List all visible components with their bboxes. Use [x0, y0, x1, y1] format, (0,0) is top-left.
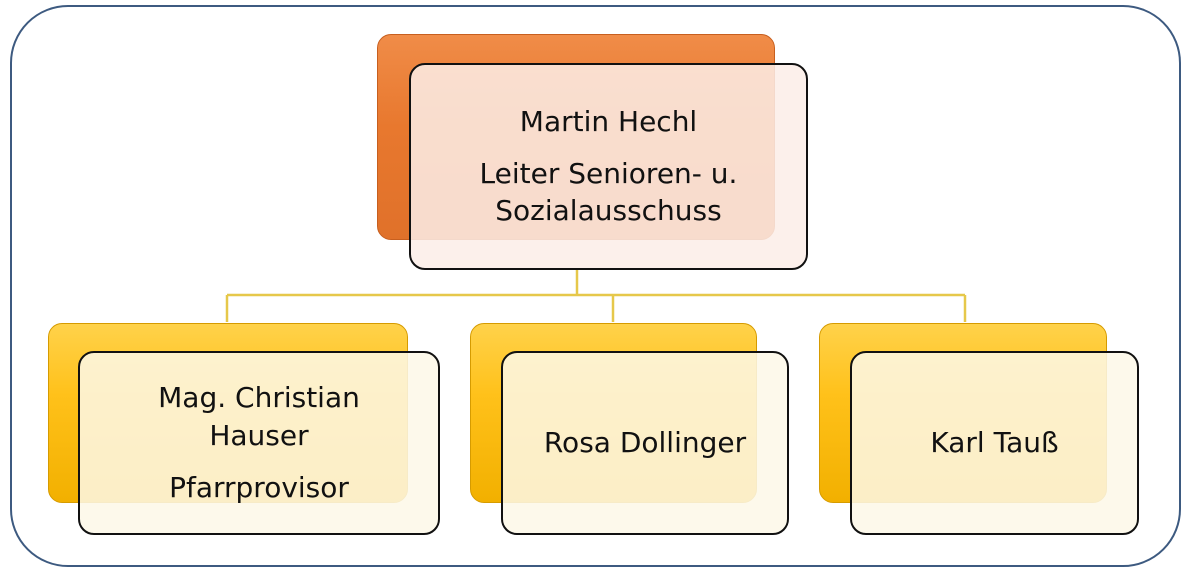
child-2-name: Rosa Dollinger [543, 426, 747, 460]
child-1-name-line-1: Mag. Christian [158, 381, 360, 415]
root-node: Martin Hechl Leiter Senioren- u. Soziala… [409, 63, 808, 270]
root-role-line-1: Leiter Senioren- u. [479, 156, 738, 190]
root-role-line-2: Sozialausschuss [495, 194, 722, 228]
child-1-role: Pfarrprovisor [169, 470, 349, 504]
child-node-1: Mag. Christian Hauser Pfarrprovisor [78, 351, 440, 535]
child-1-name-line-2: Hauser [209, 419, 309, 453]
child-node-3: Karl Tauß [850, 351, 1139, 535]
child-node-2: Rosa Dollinger [501, 351, 789, 535]
child-3-name: Karl Tauß [930, 426, 1059, 460]
root-name: Martin Hechl [519, 104, 698, 138]
